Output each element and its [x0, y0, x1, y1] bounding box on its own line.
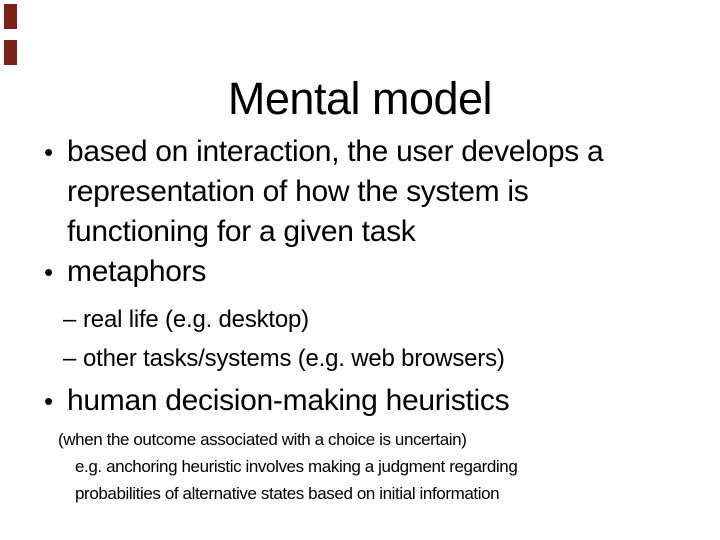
sub-bullet-list: –real life (e.g. desktop) –other tasks/s… [63, 300, 505, 378]
bullet-paragraph: based on interaction, the user develops … [67, 132, 604, 252]
slide-title: Mental model [227, 73, 493, 125]
corner-square-bottom [4, 40, 17, 65]
dash-marker: – [63, 345, 77, 372]
bullet-paragraph: metaphors [67, 252, 206, 292]
notes-block: (when the outcome associated with a choi… [58, 426, 518, 507]
sub-bullet-row: –other tasks/systems (e.g. web browsers) [63, 339, 505, 378]
sub-bullet-text: other tasks/systems (e.g. web browsers) [83, 345, 505, 372]
bullet-marker: • [44, 257, 54, 287]
bullet-text-line: human decision-making heuristics [67, 384, 510, 417]
bullet-marker: • [44, 386, 54, 416]
bullet-text-line: representation of how the system is [67, 175, 529, 208]
sub-bullet-row: –real life (e.g. desktop) [63, 300, 505, 339]
corner-square-top [4, 4, 17, 29]
bullet-text-line: metaphors [67, 255, 207, 288]
bullet-paragraph: human decision-making heuristics [67, 381, 510, 421]
bullet-marker: • [44, 137, 54, 167]
bullet-text-line: based on interaction, the user develops … [67, 135, 604, 168]
note-line: (when the outcome associated with a choi… [58, 430, 467, 449]
note-line: probabilities of alternative states base… [75, 484, 500, 503]
dash-marker: – [63, 306, 77, 333]
bullet-text-line: functioning for a given task [67, 215, 416, 248]
sub-bullet-text: real life (e.g. desktop) [83, 306, 309, 333]
note-line: e.g. anchoring heuristic involves making… [75, 457, 518, 476]
